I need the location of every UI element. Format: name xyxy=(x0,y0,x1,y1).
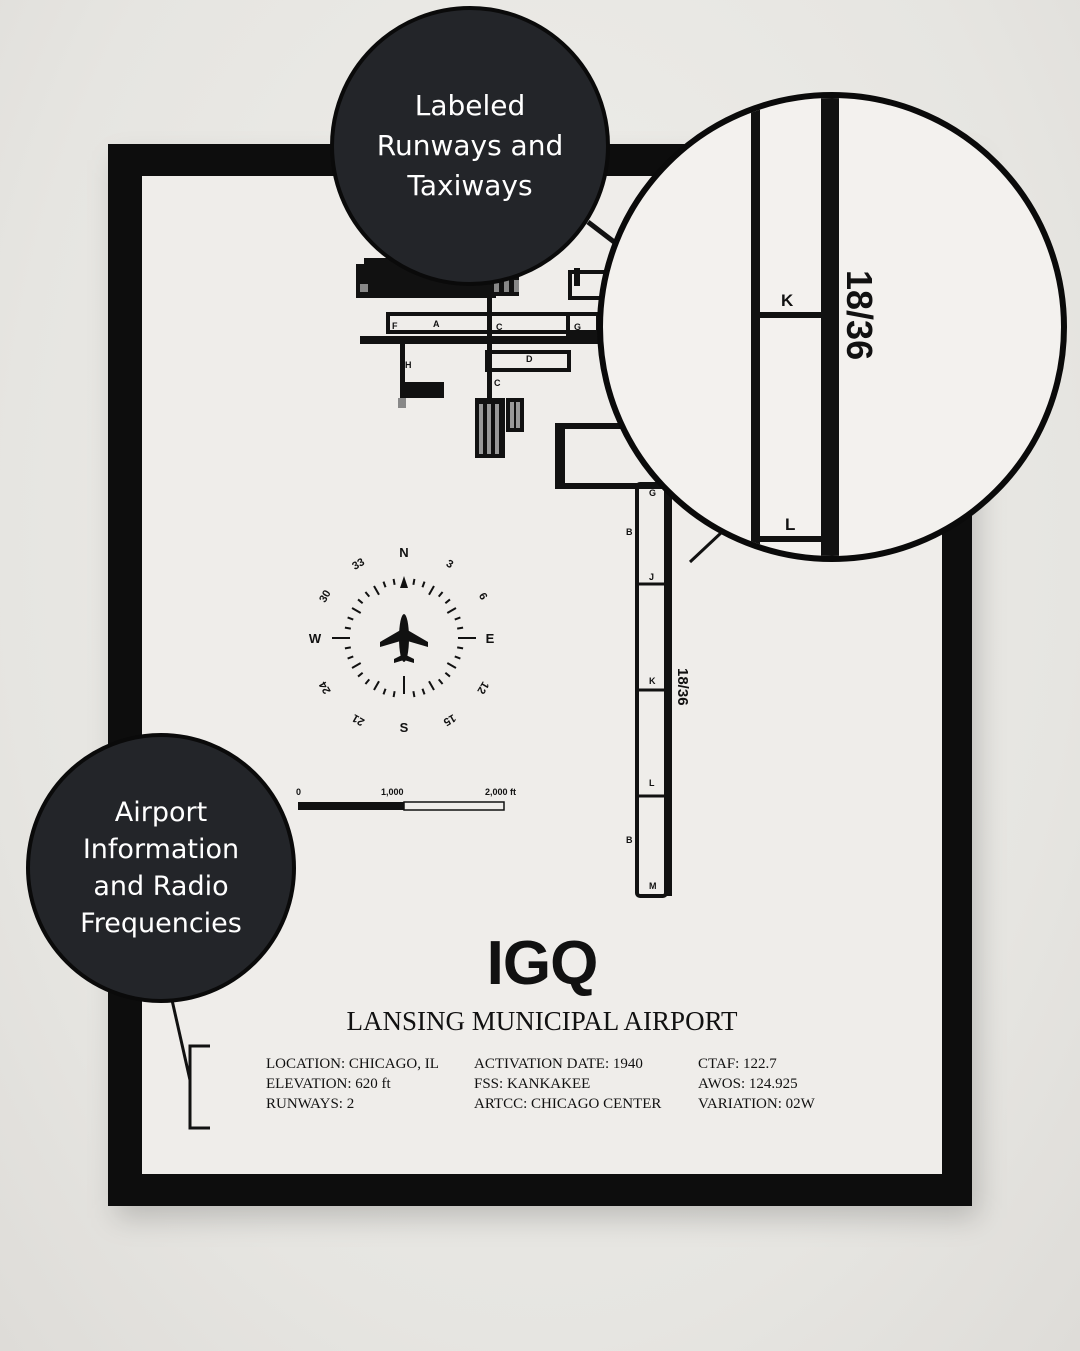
info-awos: AWOS: 124.925 xyxy=(698,1076,798,1092)
compass-tick xyxy=(392,691,396,698)
zoom-label-l: L xyxy=(785,515,795,534)
compass-3: 3 xyxy=(444,558,455,571)
info-runways: RUNWAYS: 2 xyxy=(266,1096,355,1112)
info-artcc: ARTCC: CHICAGO CENTER xyxy=(474,1096,662,1112)
compass-rose xyxy=(344,578,464,698)
compass-tick xyxy=(364,591,371,598)
zoom-runway-label: 18/36 xyxy=(839,270,880,360)
info-elevation: ELEVATION: 620 ft xyxy=(266,1076,391,1092)
taxiway-label-k: K xyxy=(649,676,656,686)
taxiway-label-c: C xyxy=(496,322,503,332)
info-location: LOCATION: CHICAGO, IL xyxy=(266,1056,439,1072)
scale-end: 2,000 ft xyxy=(485,787,516,797)
callout-runways-taxiways: Labeled Runways and Taxiways xyxy=(330,6,610,286)
compass-tick xyxy=(454,655,461,660)
runway-label: 18/36 xyxy=(674,668,691,706)
compass-tick xyxy=(421,688,426,695)
taxiway-label-l: L xyxy=(649,778,655,788)
taxiway-label-b1: B xyxy=(626,527,633,537)
compass-tick xyxy=(373,585,380,596)
compass-tick xyxy=(347,616,354,621)
zoom-magnifier: K L 18/36 xyxy=(597,92,1067,562)
taxiway-label-d: D xyxy=(526,354,533,364)
compass-tick xyxy=(454,616,461,621)
compass-tick xyxy=(364,678,371,685)
compass-tick xyxy=(357,671,364,678)
compass-tick xyxy=(446,662,457,669)
callout-top-line-2: Runways and xyxy=(376,129,564,162)
callout-left-line-4: Frequencies xyxy=(80,908,242,939)
compass-tick xyxy=(446,607,457,614)
compass-tick xyxy=(428,585,435,596)
airport-code: IGQ xyxy=(486,929,599,998)
airport-diagram: F A C G D H C G B J K L B M 18/36 N S E … xyxy=(296,220,724,898)
taxiway-label-j: J xyxy=(649,572,654,582)
taxiway-label-f: F xyxy=(392,321,398,331)
compass-30: 30 xyxy=(317,588,334,605)
compass-tick xyxy=(444,598,451,605)
compass-tick xyxy=(351,607,362,614)
callout-left-line-3: and Radio xyxy=(93,871,229,902)
callout-airport-info: Airport Information and Radio Frequencie… xyxy=(26,733,296,1003)
taxiway-label-g2: G xyxy=(649,488,656,498)
compass-tick xyxy=(437,591,444,598)
taxiway-label-h: H xyxy=(405,360,412,370)
taxiway-main xyxy=(360,336,604,344)
compass-tick xyxy=(437,678,444,685)
airplane-icon xyxy=(380,614,428,663)
taxiway-label-a: A xyxy=(433,319,440,329)
taxiway-label-m: M xyxy=(649,881,657,891)
scale-mid: 1,000 xyxy=(381,787,404,797)
compass-6: 6 xyxy=(476,591,489,602)
scale-zero: 0 xyxy=(296,787,301,797)
compass-tick xyxy=(444,671,451,678)
zoom-detail: K L 18/36 xyxy=(751,98,880,556)
compass-e: E xyxy=(486,631,495,646)
compass-w: W xyxy=(309,631,322,646)
airport-name: LANSING MUNICIPAL AIRPORT xyxy=(346,1006,738,1036)
compass-tick xyxy=(457,626,464,630)
taxiway-label-b2: B xyxy=(626,835,633,845)
compass-tick xyxy=(344,626,351,630)
hangar-h xyxy=(402,382,444,398)
compass-tick xyxy=(457,646,464,650)
info-variation: VARIATION: 02W xyxy=(698,1096,815,1112)
taxiway-b xyxy=(635,482,668,898)
compass-tick xyxy=(392,578,396,585)
taxiway-label-g: G xyxy=(574,322,581,332)
compass-tick xyxy=(412,578,416,585)
taxiway-label-c2: C xyxy=(494,378,501,388)
compass-tick xyxy=(428,680,435,691)
taxiway-d xyxy=(485,350,571,372)
compass-s: S xyxy=(400,720,409,735)
info-column-3: CTAF: 122.7 AWOS: 124.925 VARIATION: 02W xyxy=(698,1054,815,1114)
callout-top-line-1: Labeled xyxy=(414,89,526,122)
compass-33: 33 xyxy=(350,556,367,573)
compass-tick xyxy=(412,691,416,698)
compass-15: 15 xyxy=(441,711,458,728)
callout-left-line-1: Airport xyxy=(114,797,208,828)
compass-tick xyxy=(357,598,364,605)
compass-tick xyxy=(344,646,351,650)
callout-left-line-2: Information xyxy=(82,834,240,865)
info-ctaf: CTAF: 122.7 xyxy=(698,1056,777,1072)
compass-21: 21 xyxy=(350,711,367,728)
compass-tick xyxy=(421,581,426,588)
info-column-2: ACTIVATION DATE: 1940 FSS: KANKAKEE ARTC… xyxy=(474,1054,661,1114)
compass-12: 12 xyxy=(474,679,491,696)
scale-bar: 0 1,000 2,000 ft xyxy=(296,787,516,811)
callout-top-line-3: Taxiways xyxy=(407,169,533,202)
compass-tick xyxy=(347,655,354,660)
info-column-1: LOCATION: CHICAGO, IL ELEVATION: 620 ft … xyxy=(266,1054,439,1114)
compass-n: N xyxy=(399,545,408,560)
compass-tick xyxy=(382,688,387,695)
compass-tick xyxy=(351,662,362,669)
zoom-label-k: K xyxy=(781,291,794,310)
compass-tick xyxy=(373,680,380,691)
info-activation: ACTIVATION DATE: 1940 xyxy=(474,1056,643,1072)
info-fss: FSS: KANKAKEE xyxy=(474,1076,591,1092)
compass-tick xyxy=(382,581,387,588)
